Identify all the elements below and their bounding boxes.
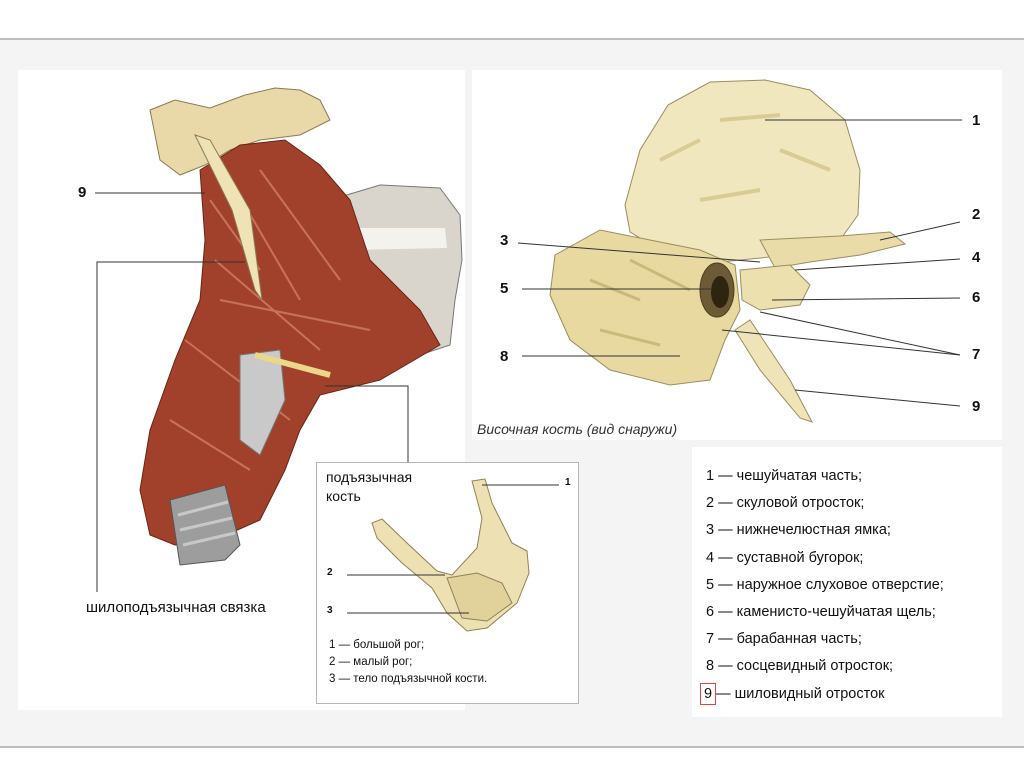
- hyoid-label-3: 3: [327, 605, 333, 616]
- temporal-label-4: 4: [972, 249, 981, 266]
- hyoid-inset: подъязычная кость 1 2 3 1 — большой рог;…: [316, 462, 579, 704]
- highlight-box: 9: [700, 682, 717, 705]
- hyoid-legend-item: 3 — тело подъязычной кости.: [329, 673, 488, 685]
- legend-item: 1 — чешуйчатая часть;: [706, 468, 863, 484]
- legend-item: 4 — суставной бугорок;: [706, 549, 864, 566]
- temporal-label-3: 3: [500, 232, 509, 249]
- legend-item: 6 — каменисто-чешуйчатая щель;: [706, 604, 936, 621]
- temporal-bone-caption: Височная кость (вид снаружи): [477, 421, 678, 437]
- hyoid-bone-illustration: [347, 478, 559, 632]
- hyoid-label-1: 1: [565, 477, 571, 488]
- hyoid-legend: 1 — большой рог; 2 — малый рог; 3 — тело…: [329, 637, 487, 688]
- hyoid-title-line1: подъязычная: [326, 469, 413, 485]
- temporal-label-1: 1: [972, 112, 981, 129]
- legend-item: 3 — нижнечелюстная ямка;: [706, 522, 891, 539]
- temporal-label-5: 5: [500, 280, 509, 297]
- legend-item: 5 — наружное слуховое отверстие;: [706, 576, 944, 593]
- legend-item: 8 — сосцевидный отросток;: [706, 658, 894, 675]
- hyoid-title-line2: кость: [326, 488, 361, 504]
- legend-item: 7 — барабанная часть;: [706, 631, 862, 648]
- legend-panel: [692, 447, 1002, 717]
- temporal-label-8: 8: [500, 348, 509, 365]
- temporal-label-9: 9: [972, 398, 981, 415]
- hyoid-legend-item: 2 — малый рог;: [329, 656, 413, 668]
- muscle-label-9: 9: [78, 184, 87, 201]
- legend-item-highlighted: 9— шиловидный отросток: [700, 681, 944, 708]
- hyoid-title: подъязычная кость: [326, 468, 412, 506]
- hyoid-legend-item: 1 — большой рог;: [329, 639, 425, 651]
- temporal-bone-legend: 1 — чешуйчатая часть; 2 — скуловой отрос…: [700, 463, 944, 708]
- temporal-label-7: 7: [972, 346, 981, 363]
- stylohyoid-ligament-label: шилоподъязычная связка: [86, 599, 266, 616]
- temporal-label-2: 2: [972, 206, 981, 223]
- hyoid-label-2: 2: [327, 567, 333, 578]
- legend-item: 2 — скуловой отросток;: [706, 495, 865, 512]
- temporal-label-6: 6: [972, 289, 981, 306]
